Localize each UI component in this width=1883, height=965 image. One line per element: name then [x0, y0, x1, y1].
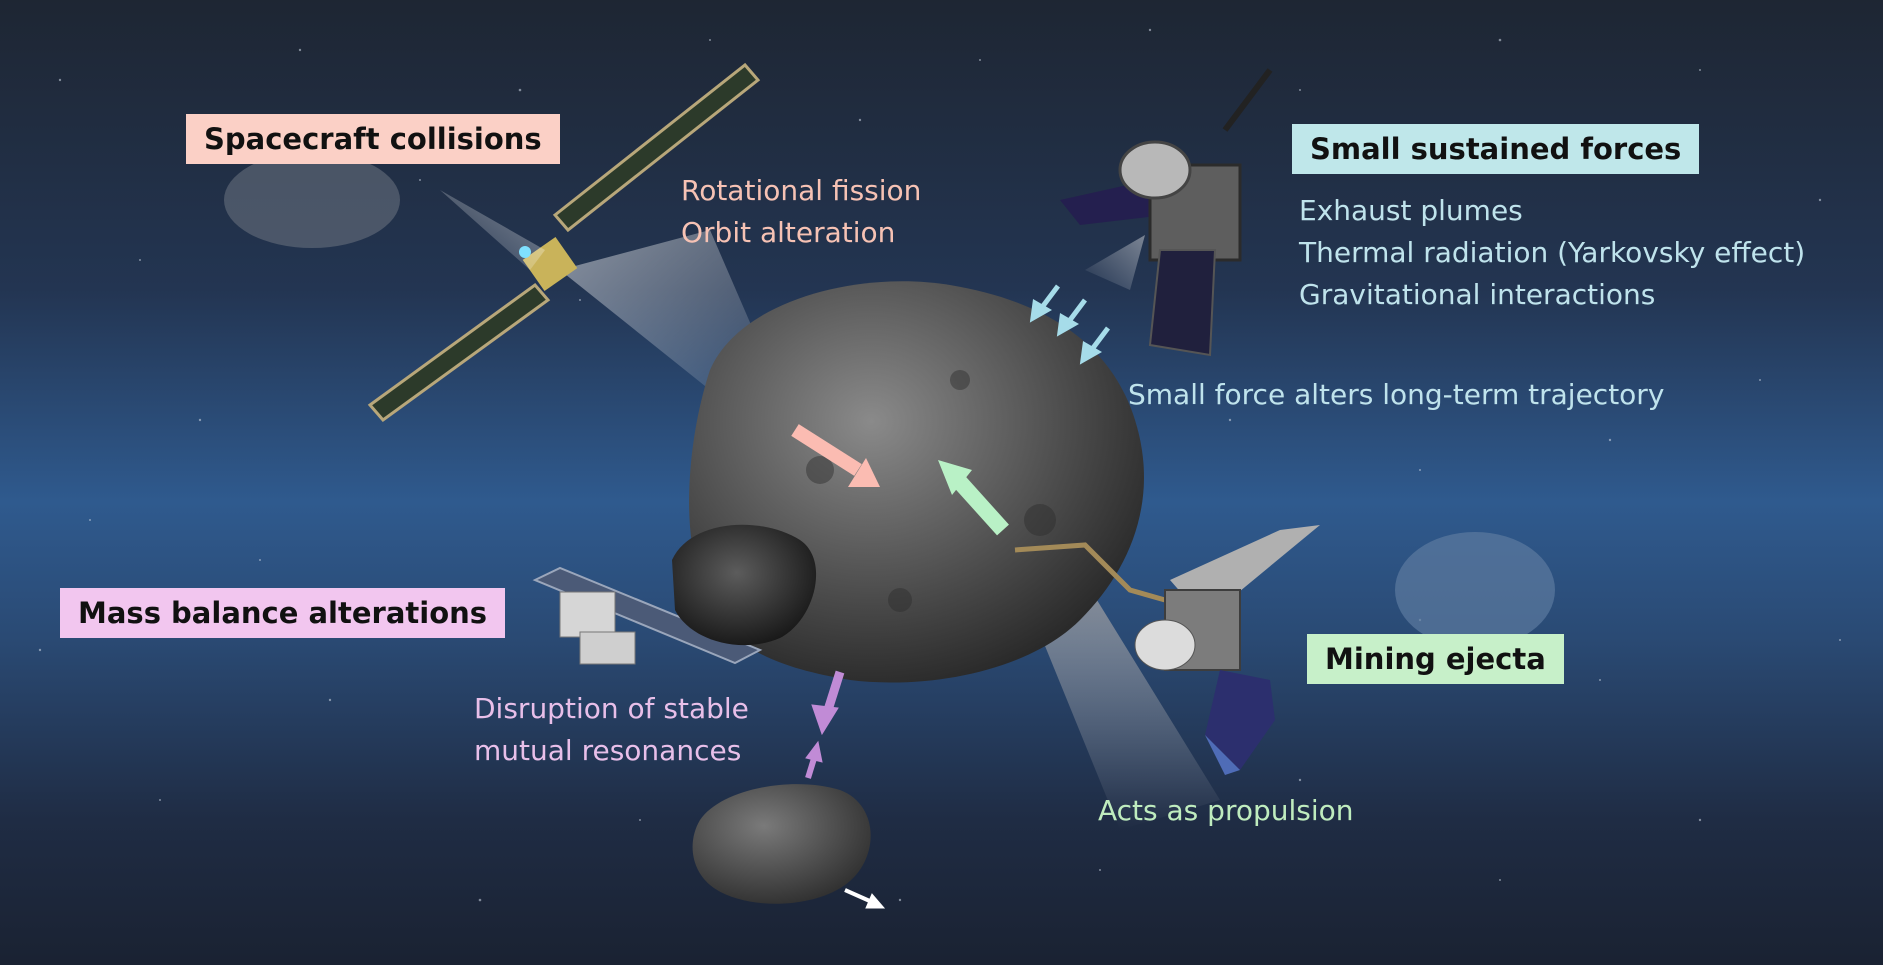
distant-asteroid [224, 152, 400, 248]
orbit-direction-arrow [844, 888, 886, 909]
sustained-effect-3: Gravitational interactions [1299, 278, 1656, 311]
mass-balance-effect-1: Disruption of stable [474, 692, 749, 725]
star-field [38, 28, 1841, 902]
sustained-title: Small sustained forces [1310, 132, 1682, 166]
resonance-arrows [805, 670, 845, 779]
sustained-forces-spacecraft [1060, 68, 1273, 357]
mass-balance-spacecraft [532, 524, 817, 665]
sustained-effect-1: Exhaust plumes [1299, 194, 1523, 227]
collisions-effects: Rotational fission Orbit alteration [681, 170, 921, 254]
collisions-title: Spacecraft collisions [204, 122, 542, 156]
collisions-effect-2: Orbit alteration [681, 216, 896, 249]
sustained-label-box: Small sustained forces [1292, 124, 1700, 174]
mining-title: Mining ejecta [1325, 642, 1546, 676]
mass-balance-title: Mass balance alterations [78, 596, 488, 630]
mining-spacecraft [1014, 525, 1320, 775]
collision-spacecraft [367, 62, 761, 423]
mass-balance-effects: Disruption of stable mutual resonances [474, 688, 749, 772]
collisions-effect-1: Rotational fission [681, 174, 922, 207]
mining-label-box: Mining ejecta [1307, 634, 1564, 684]
collisions-label-box: Spacecraft collisions [186, 114, 560, 164]
mining-note: Acts as propulsion [1098, 794, 1354, 827]
mass-balance-label-box: Mass balance alterations [60, 588, 506, 638]
collision-arrow [791, 424, 880, 487]
sustained-force-arrows [1029, 284, 1110, 365]
mining-arrow [938, 460, 1009, 536]
sustained-effect-2: Thermal radiation (Yarkovsky effect) [1299, 236, 1806, 269]
secondary-asteroid [692, 784, 871, 904]
sustained-effects: Exhaust plumes Thermal radiation (Yarkov… [1299, 190, 1805, 316]
distant-asteroid [1395, 532, 1555, 648]
mass-balance-effect-2: mutual resonances [474, 734, 742, 767]
sustained-note: Small force alters long-term trajectory [1128, 378, 1665, 411]
